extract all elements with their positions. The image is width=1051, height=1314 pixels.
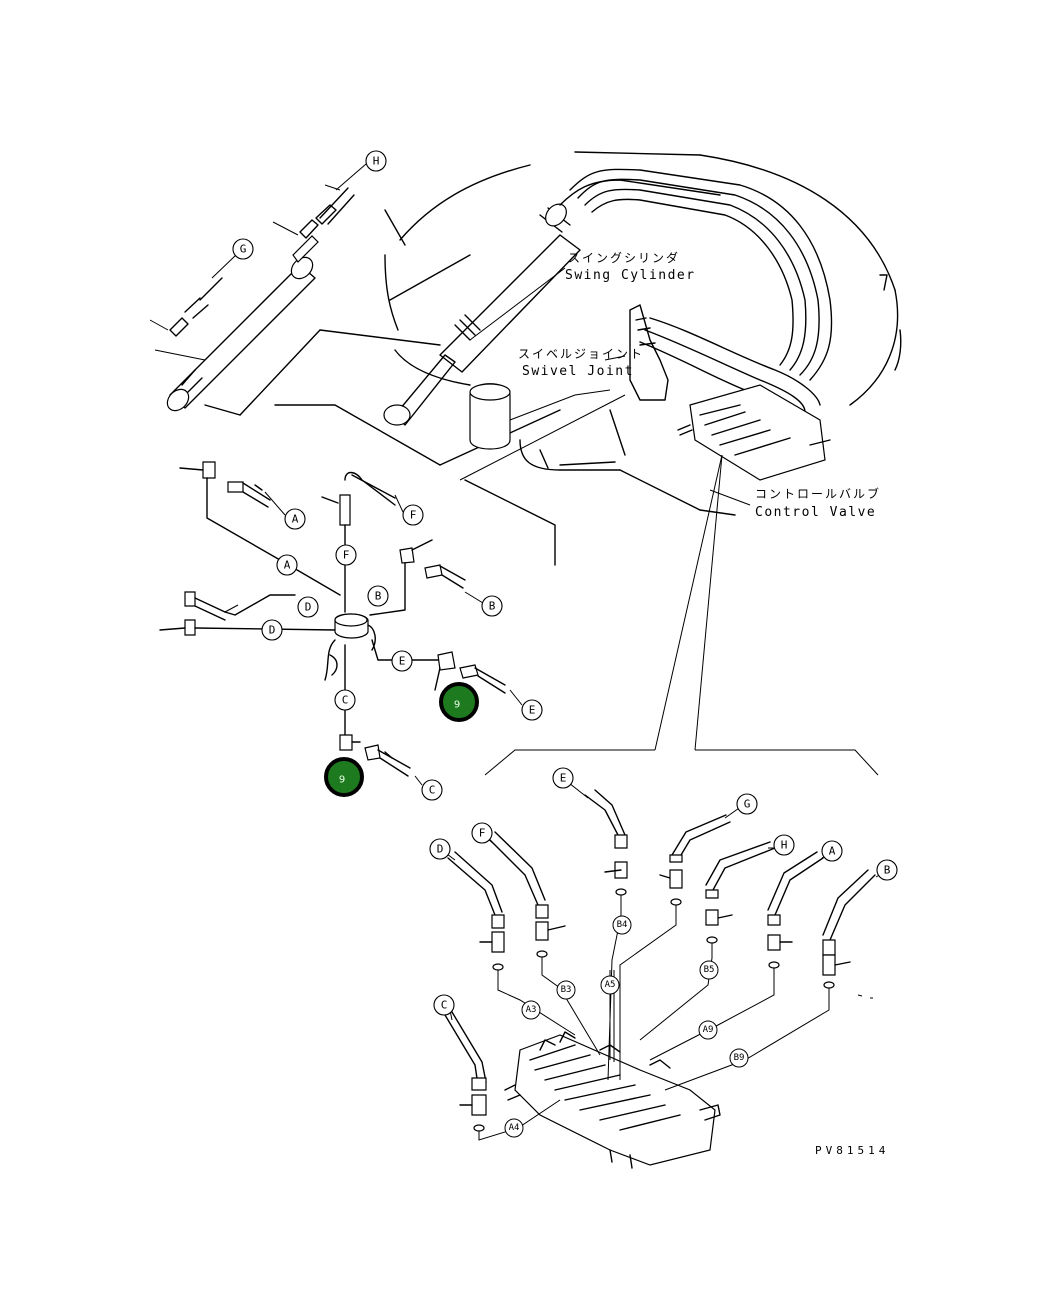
svg-text:B5: B5 — [704, 965, 715, 975]
leader-lines-upper — [459, 267, 879, 776]
svg-text:B4: B4 — [617, 920, 628, 930]
callout-line-a: A — [276, 554, 298, 576]
svg-text:E: E — [560, 772, 567, 785]
callout-line-f: F — [335, 544, 357, 566]
svg-text:G: G — [240, 243, 247, 256]
callout-c-bottom: C — [433, 994, 455, 1016]
swivel-connection-drawing — [159, 461, 523, 786]
port-b9: B9 — [729, 1048, 749, 1068]
callout-d-mid: D — [297, 596, 319, 618]
hose-bundle-drawing — [569, 168, 833, 421]
callout-line-c: C — [334, 689, 356, 711]
port-a5: A5 — [600, 975, 620, 995]
svg-text:H: H — [781, 839, 788, 852]
svg-text:A4: A4 — [509, 1123, 520, 1133]
swing-cylinder-drawing — [383, 179, 721, 426]
svg-text:H: H — [373, 155, 380, 168]
port-b3: B3 — [556, 980, 576, 1000]
svg-text:Control Valve: Control Valve — [755, 505, 876, 520]
svg-text:C: C — [441, 999, 448, 1012]
svg-text:スイングシリンダ: スイングシリンダ — [568, 250, 680, 265]
port-a3: A3 — [521, 1000, 541, 1020]
svg-text:スイベルジョイント: スイベルジョイント — [518, 347, 644, 361]
callout-a-bottom: A — [821, 840, 843, 862]
svg-text:E: E — [529, 704, 536, 717]
callout-line-e: E — [391, 650, 413, 672]
svg-text:A5: A5 — [605, 980, 616, 990]
callout-line-b: B — [367, 585, 389, 607]
svg-text:9: 9 — [454, 700, 460, 711]
callout-b-mid: B — [481, 595, 503, 617]
part-hotspot-9-lower[interactable]: 9 — [324, 757, 364, 797]
control-valve-connection-drawing — [444, 782, 884, 1169]
callout-h-top: H — [365, 150, 387, 172]
swivel-joint-drawing — [469, 304, 669, 450]
port-a4: A4 — [504, 1118, 524, 1138]
hose-assembly-gh — [149, 163, 367, 412]
svg-text:A3: A3 — [526, 1005, 537, 1015]
callout-h-bottom: H — [773, 834, 795, 856]
svg-text:B9: B9 — [734, 1053, 745, 1063]
svg-text:F: F — [343, 549, 350, 562]
callout-g-top: G — [232, 238, 254, 260]
callout-c-mid: C — [421, 779, 443, 801]
callout-g-bottom: G — [736, 793, 758, 815]
svg-text:B: B — [375, 590, 382, 603]
svg-text:G: G — [744, 798, 751, 811]
callout-a-mid: A — [284, 508, 306, 530]
control-valve-drawing-upper — [677, 384, 831, 481]
callout-e-mid: E — [521, 699, 543, 721]
svg-text:C: C — [342, 694, 349, 707]
callout-d-bottom: D — [429, 838, 451, 860]
svg-text:B3: B3 — [561, 985, 572, 995]
control-valve-label: コントロールバルブ Control Valve — [755, 486, 881, 520]
svg-text:C: C — [429, 784, 436, 797]
svg-text:B: B — [884, 864, 891, 877]
svg-text:F: F — [410, 509, 417, 522]
swing-cylinder-label: スイングシリンダ Swing Cylinder — [565, 250, 696, 283]
callout-e-bottom: E — [552, 767, 574, 789]
port-b4: B4 — [612, 915, 632, 935]
port-a9: A9 — [698, 1020, 718, 1040]
svg-text:E: E — [399, 655, 406, 668]
svg-text:9: 9 — [339, 775, 345, 786]
callout-line-d: D — [261, 619, 283, 641]
svg-text:A: A — [292, 513, 299, 526]
figure-id: PV81514 — [815, 1144, 889, 1157]
svg-text:B: B — [489, 600, 496, 613]
callout-f-mid: F — [402, 504, 424, 526]
callout-b-bottom: B — [876, 859, 898, 881]
machine-body-outline — [204, 151, 902, 566]
svg-text:D: D — [305, 601, 312, 614]
svg-text:Swivel Joint: Swivel Joint — [522, 364, 634, 379]
svg-text:A9: A9 — [703, 1025, 714, 1035]
callout-f-bottom: F — [471, 822, 493, 844]
swivel-joint-label: スイベルジョイント Swivel Joint — [518, 347, 644, 379]
svg-text:D: D — [437, 843, 444, 856]
svg-text:コントロールバルブ: コントロールバルブ — [755, 486, 881, 501]
part-hotspot-9-upper[interactable]: 9 — [439, 682, 479, 722]
port-b5: B5 — [699, 960, 719, 980]
svg-text:F: F — [479, 827, 486, 840]
svg-text:D: D — [269, 624, 276, 637]
svg-text:A: A — [829, 845, 836, 858]
svg-text:A: A — [284, 559, 291, 572]
svg-text:Swing Cylinder: Swing Cylinder — [565, 268, 696, 283]
